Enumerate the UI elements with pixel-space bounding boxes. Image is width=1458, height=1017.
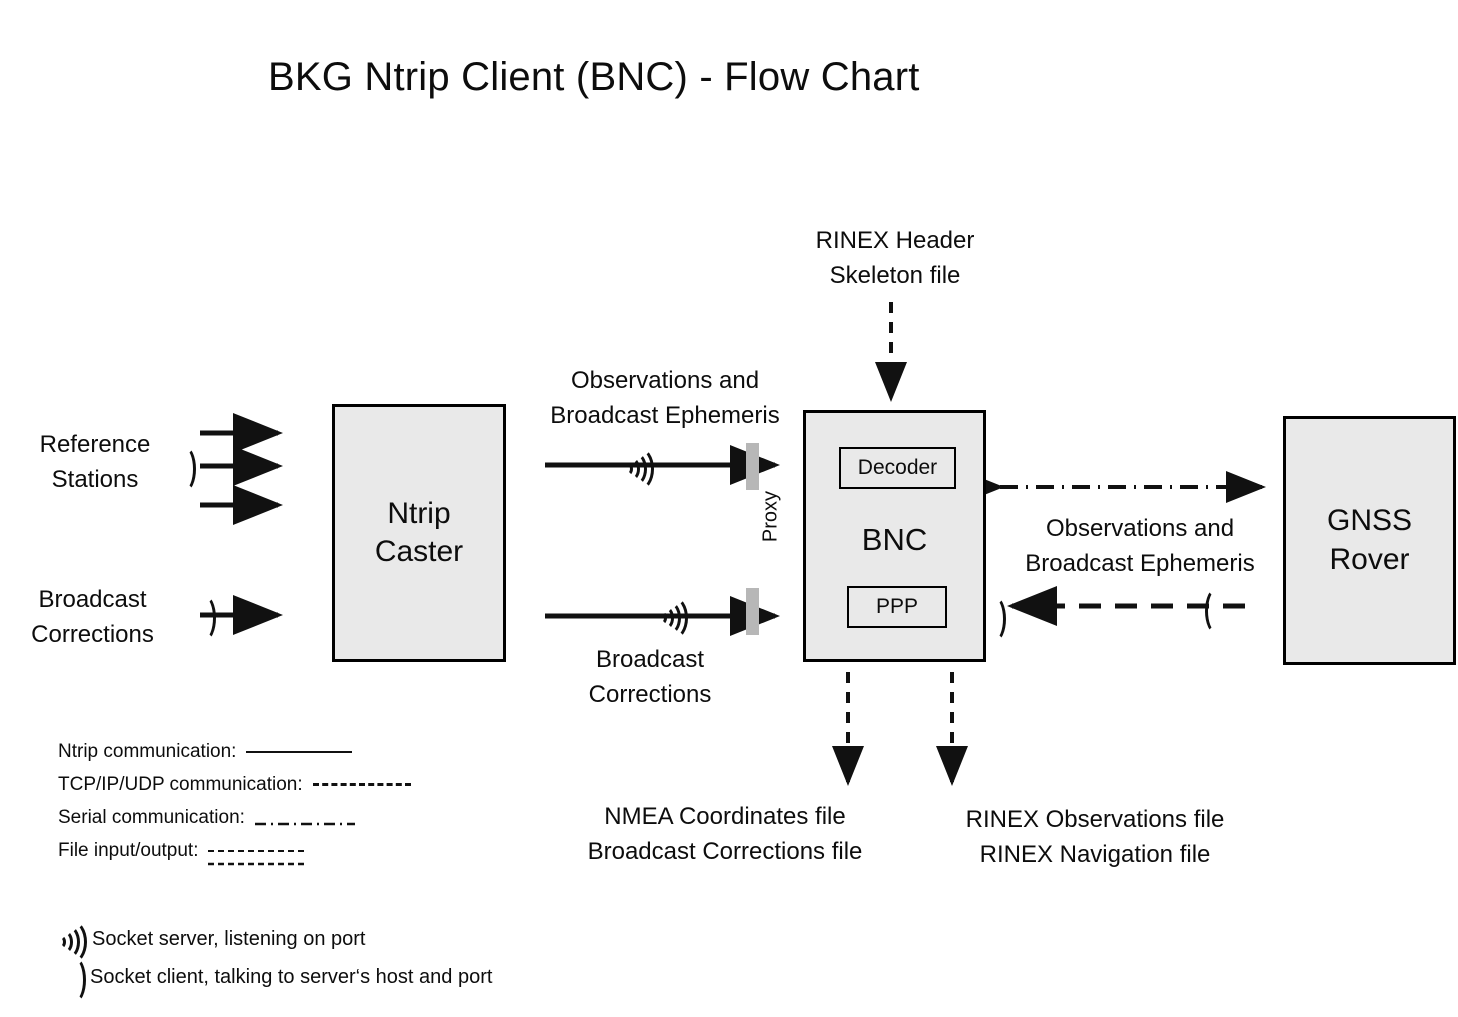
broadcast-corrections-source-line1: Broadcast [38, 586, 147, 613]
caster-to-bnc-top-line1: Observations and [570, 367, 760, 394]
page-title: BKG Ntrip Client (BNC) - Flow Chart [268, 55, 920, 99]
decoder-label: Decoder [857, 455, 938, 479]
socket-client-icon [984, 594, 1007, 642]
socket-server-legend-label: Socket server, listening on port [92, 927, 366, 950]
rinex-header-line1: RINEX Header [815, 227, 975, 254]
socket-server-icon [52, 917, 87, 964]
decoder-sub-node[interactable]: Decoder [839, 447, 956, 489]
socket-legend: Socket server, listening on port Socket … [52, 917, 672, 1003]
legend-sample-solid-icon [246, 750, 353, 753]
nmea-output-label: NMEA Coordinates file Broadcast Correcti… [560, 800, 890, 870]
ntrip-caster-line1: Ntrip [387, 496, 451, 530]
legend: Ntrip communication: TCP/IP/UDP communic… [58, 735, 538, 867]
caster-to-bnc-top-label: Observations and Broadcast Ephemeris [520, 364, 810, 434]
proxy-label: Proxy [759, 490, 782, 543]
caster-to-bnc-bottom-line2: Corrections [588, 680, 712, 708]
ppp-label: PPP [875, 594, 919, 618]
broadcast-corrections-source-line2: Corrections [31, 620, 154, 648]
caster-to-bnc-bottom-label: Broadcast Corrections [545, 643, 755, 713]
legend-row-serial: Serial communication: [58, 801, 538, 834]
socket-client-legend-label: Socket client, talking to server‘s host … [90, 965, 493, 988]
rinex-header-line2: Skeleton file [829, 261, 961, 289]
socket-client-icon [1204, 586, 1227, 634]
reference-stations-line1: Reference [39, 431, 151, 458]
legend-row-ntrip: Ntrip communication: [58, 735, 538, 768]
broadcast-corrections-source-label: Broadcast Corrections [10, 583, 175, 653]
gnss-rover-node[interactable]: GNSS Rover [1283, 416, 1456, 665]
rinex-output-line1: RINEX Observations file [965, 806, 1225, 833]
nmea-output-line2: Broadcast Corrections file [587, 837, 863, 865]
ntrip-caster-line2: Caster [374, 535, 464, 568]
rinex-output-label: RINEX Observations file RINEX Navigation… [940, 803, 1250, 873]
nmea-output-line1: NMEA Coordinates file [604, 803, 846, 830]
bnc-to-rover-line1: Observations and [1045, 515, 1235, 542]
gnss-rover-line2: Rover [1329, 542, 1410, 576]
gnss-rover-line1: GNSS [1326, 504, 1413, 538]
legend-label-fileio: File input/output: [58, 839, 199, 861]
caster-to-bnc-bottom-line1: Broadcast [595, 646, 705, 673]
legend-sample-dashdot-icon [254, 813, 355, 825]
legend-label-tcpip: TCP/IP/UDP communication: [58, 773, 303, 795]
proxy-bar-top [746, 443, 759, 490]
bnc-to-rover-line2: Broadcast Ephemeris [1025, 549, 1255, 577]
socket-legend-row-client: Socket client, talking to server‘s host … [52, 955, 672, 1003]
bnc-label: BNC [861, 522, 928, 557]
legend-sample-dashed-icon [312, 783, 411, 786]
reference-stations-line2: Stations [51, 465, 139, 493]
socket-server-icon [619, 444, 654, 491]
ntrip-caster-node[interactable]: Ntrip Caster [332, 404, 506, 662]
socket-legend-row-server: Socket server, listening on port [52, 917, 672, 964]
caster-to-bnc-top-line2: Broadcast Ephemeris [550, 401, 780, 429]
rinex-header-skeleton-label: RINEX Header Skeleton file [780, 224, 1010, 294]
legend-row-tcpip: TCP/IP/UDP communication: [58, 768, 538, 801]
bnc-to-rover-label: Observations and Broadcast Ephemeris [1000, 512, 1280, 582]
legend-row-fileio: File input/output: [58, 834, 538, 867]
proxy-bar-bottom [746, 588, 759, 635]
legend-label-serial: Serial communication: [58, 806, 245, 828]
socket-client-icon [64, 955, 86, 1003]
legend-sample-dotted-icon [208, 849, 305, 865]
socket-client-icon [174, 444, 196, 492]
bnc-node[interactable]: Decoder BNC PPP [803, 410, 986, 662]
rinex-output-line2: RINEX Navigation file [979, 840, 1211, 868]
reference-stations-label: Reference Stations [20, 428, 170, 498]
ppp-sub-node[interactable]: PPP [847, 586, 947, 628]
legend-label-ntrip: Ntrip communication: [58, 740, 237, 762]
socket-client-icon [194, 593, 217, 641]
socket-server-icon [653, 593, 689, 640]
